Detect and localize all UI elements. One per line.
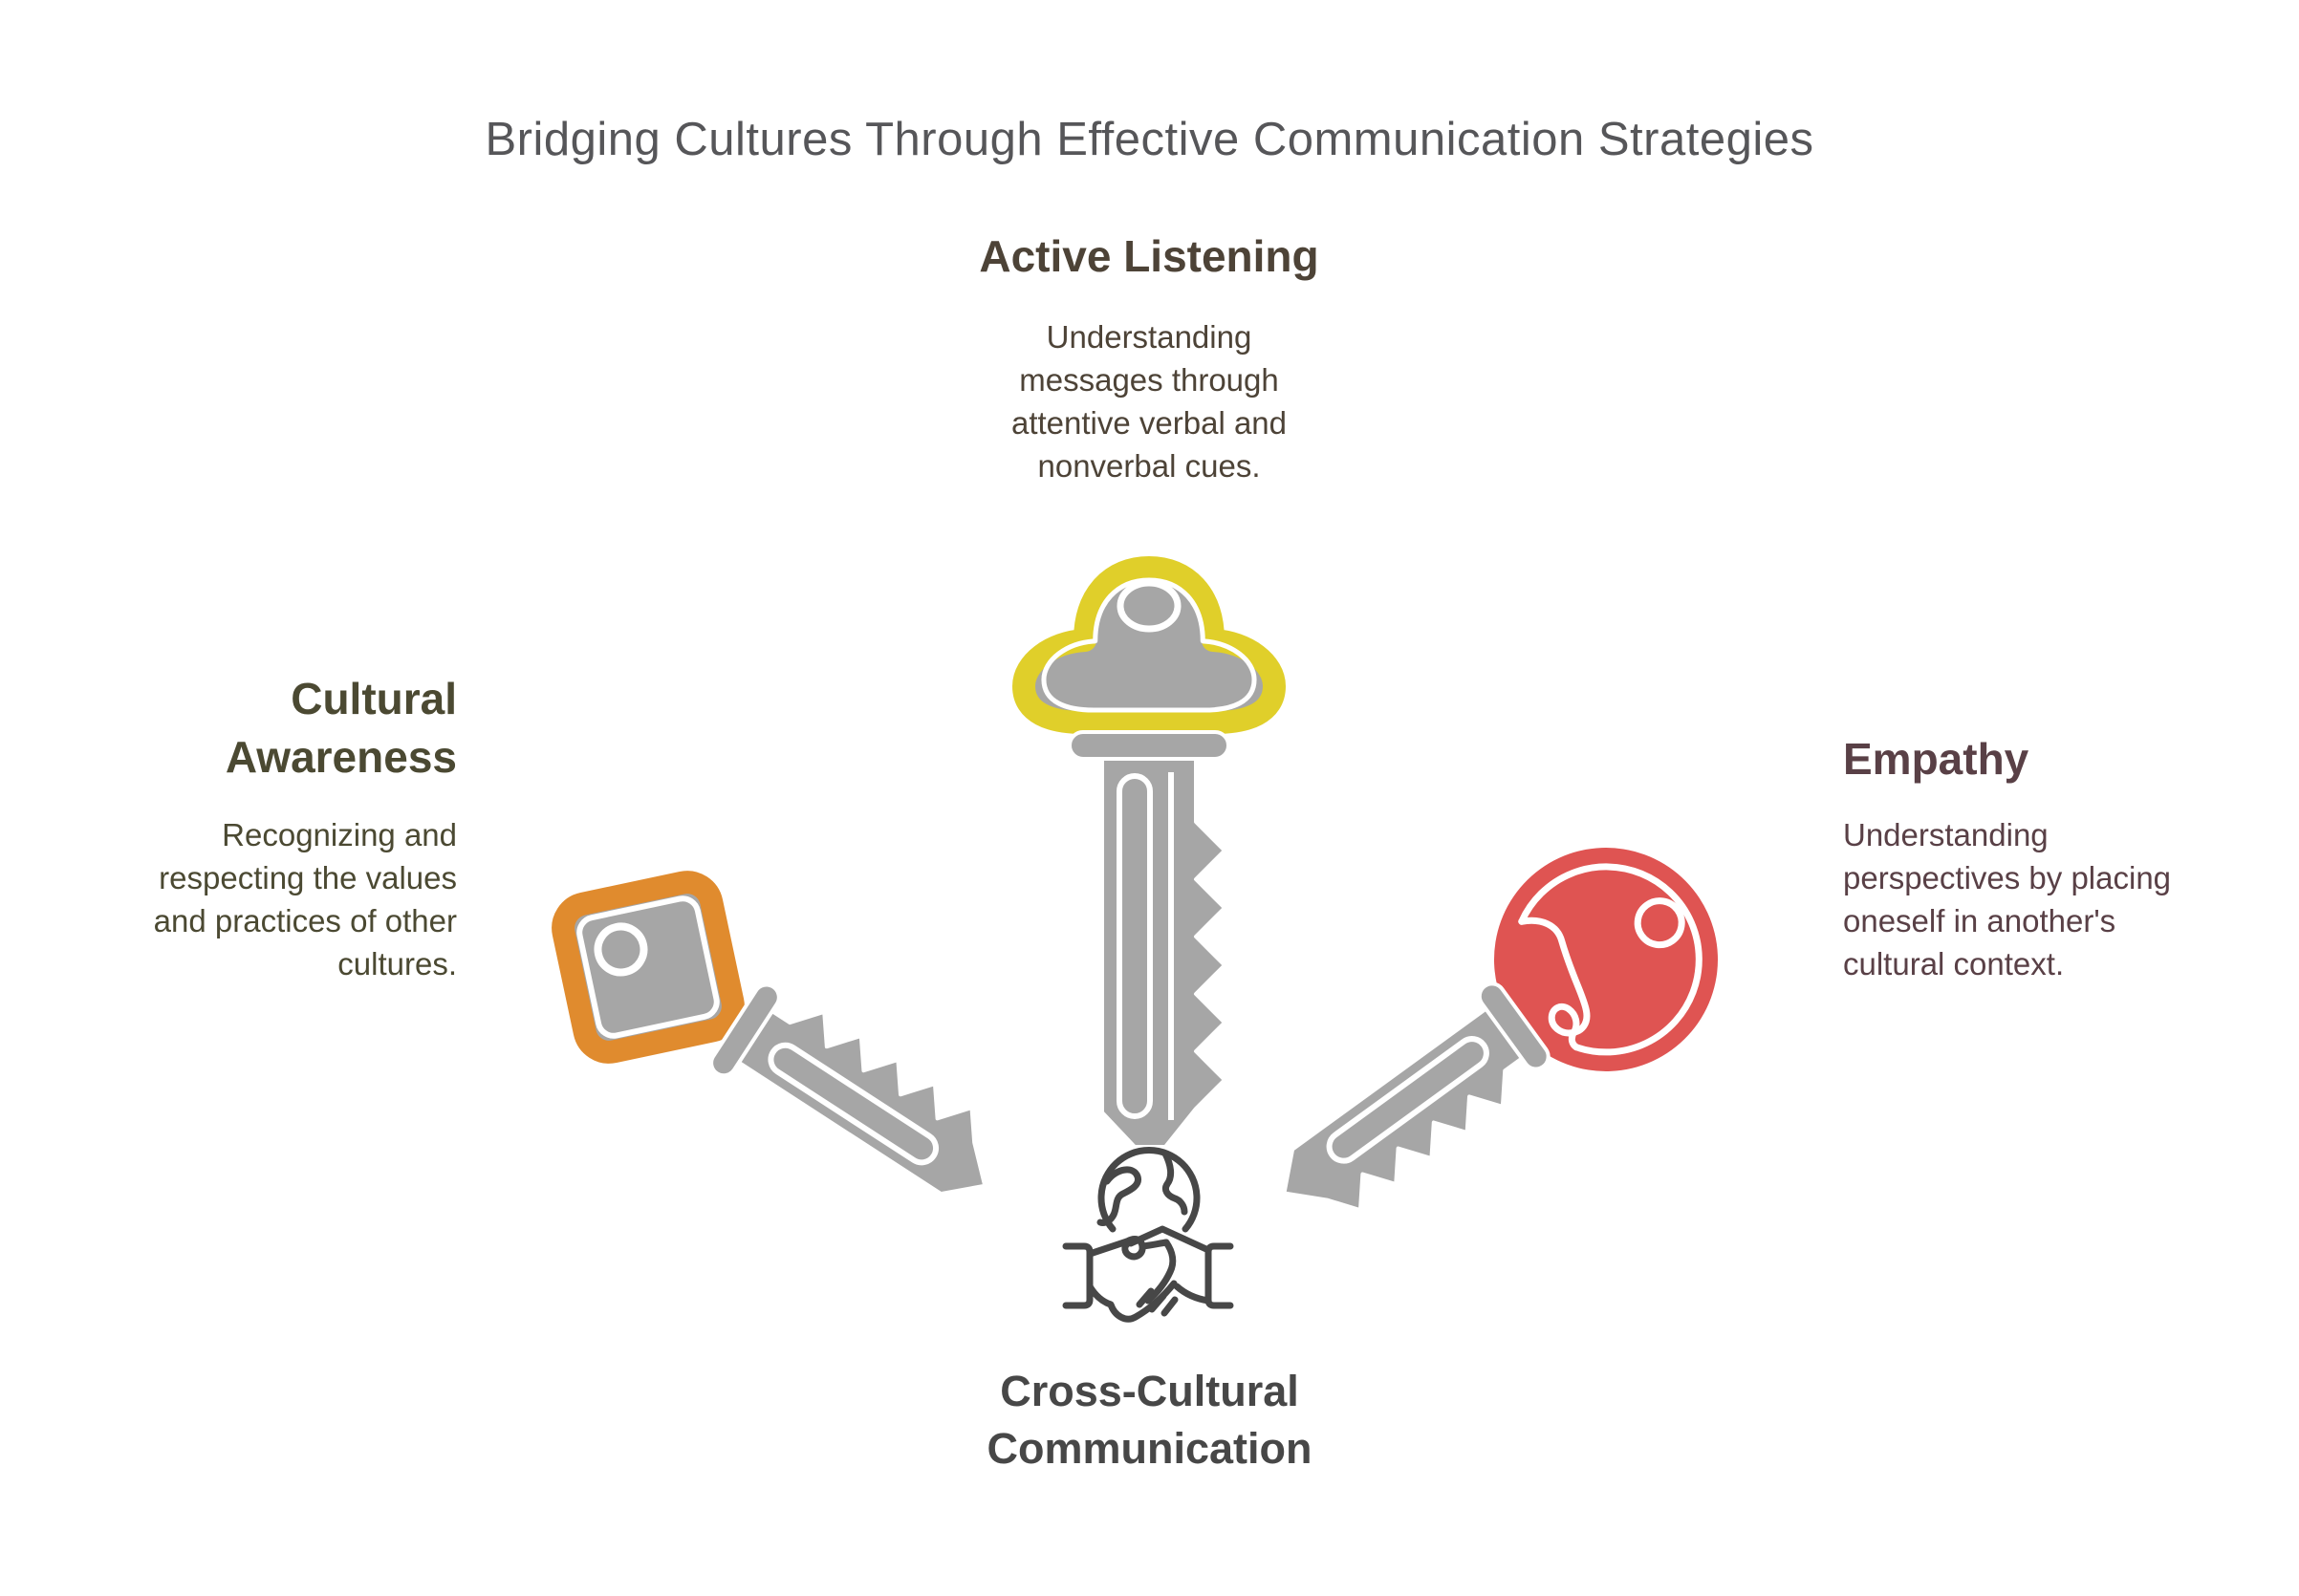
key-cultural-awareness-icon (552, 871, 987, 1197)
heading-line: Awareness (225, 732, 457, 782)
finger-line (1160, 1296, 1179, 1317)
body-line: cultures. (337, 946, 457, 981)
key-head-inner-outline (576, 895, 720, 1039)
key-slot (768, 1042, 940, 1166)
empathy-heading: Empathy (1843, 734, 2029, 784)
key-active-listening-icon (1012, 556, 1286, 1149)
body-line: respecting the values (159, 860, 457, 895)
center-label-line: Cross-Cultural (1000, 1367, 1299, 1415)
globe-continent-left (1096, 1166, 1141, 1226)
key-empathy-icon (1282, 848, 1718, 1213)
globe-continent-right (1161, 1150, 1188, 1216)
cultural-awareness-body: Recognizing and respecting the values an… (0, 813, 457, 985)
key-shaft (735, 1008, 987, 1197)
left-hand-top-edge (1086, 1238, 1131, 1258)
finger-line (1136, 1287, 1155, 1308)
body-line: messages through (1019, 362, 1279, 398)
thumb-line (1139, 1239, 1170, 1250)
heading-line: Cultural (291, 674, 457, 723)
body-line: and practices of other (153, 903, 457, 938)
finger-line (1148, 1292, 1167, 1313)
key-slot (1117, 773, 1153, 1119)
body-line: Understanding (1046, 319, 1252, 355)
body-line: perspectives by placing (1843, 860, 2172, 895)
cultural-awareness-heading: Cultural Awareness (0, 670, 457, 787)
body-line: oneself in another's (1843, 903, 2116, 938)
thumb-curl (1121, 1236, 1146, 1261)
key-head-diamond (552, 871, 745, 1064)
key-hole (1117, 579, 1182, 633)
body-line: cultural context. (1843, 946, 2065, 981)
key-slot (1326, 1036, 1489, 1164)
handshake-icon (1062, 1225, 1234, 1323)
active-listening-body: Understanding messages through attentive… (910, 315, 1388, 487)
globe-outline (1097, 1147, 1201, 1233)
active-listening-heading: Active Listening (979, 231, 1319, 281)
right-cuff (1204, 1242, 1234, 1309)
center-label: Cross-Cultural Communication (0, 1363, 2299, 1477)
right-hand-inner-edge (1144, 1239, 1177, 1305)
key-head-channel (1518, 917, 1591, 1051)
key-hole (1634, 897, 1685, 949)
body-line: nonverbal cues. (1037, 448, 1261, 484)
body-line: attentive verbal and (1010, 405, 1288, 441)
key-head-inner-outline (1518, 863, 1703, 1056)
body-line: Recognizing and (222, 817, 457, 852)
key-collar (1477, 981, 1551, 1071)
body-line: Understanding (1843, 817, 2049, 852)
key-collar (709, 982, 781, 1078)
key-shaft (1100, 757, 1226, 1149)
key-collar (1068, 730, 1230, 761)
right-hand-bottom-edge (1173, 1283, 1212, 1305)
left-cuff (1062, 1242, 1094, 1309)
globe-icon (1096, 1147, 1201, 1233)
globe-handshake-icon (1062, 1147, 1234, 1323)
page-title: Bridging Cultures Through Effective Comm… (485, 114, 1814, 165)
empathy-body: Understanding perspectives by placing on… (1843, 813, 2292, 985)
key-hole (594, 922, 648, 977)
center-label-line: Communication (987, 1424, 1312, 1473)
key-head-cloud (1012, 556, 1286, 734)
